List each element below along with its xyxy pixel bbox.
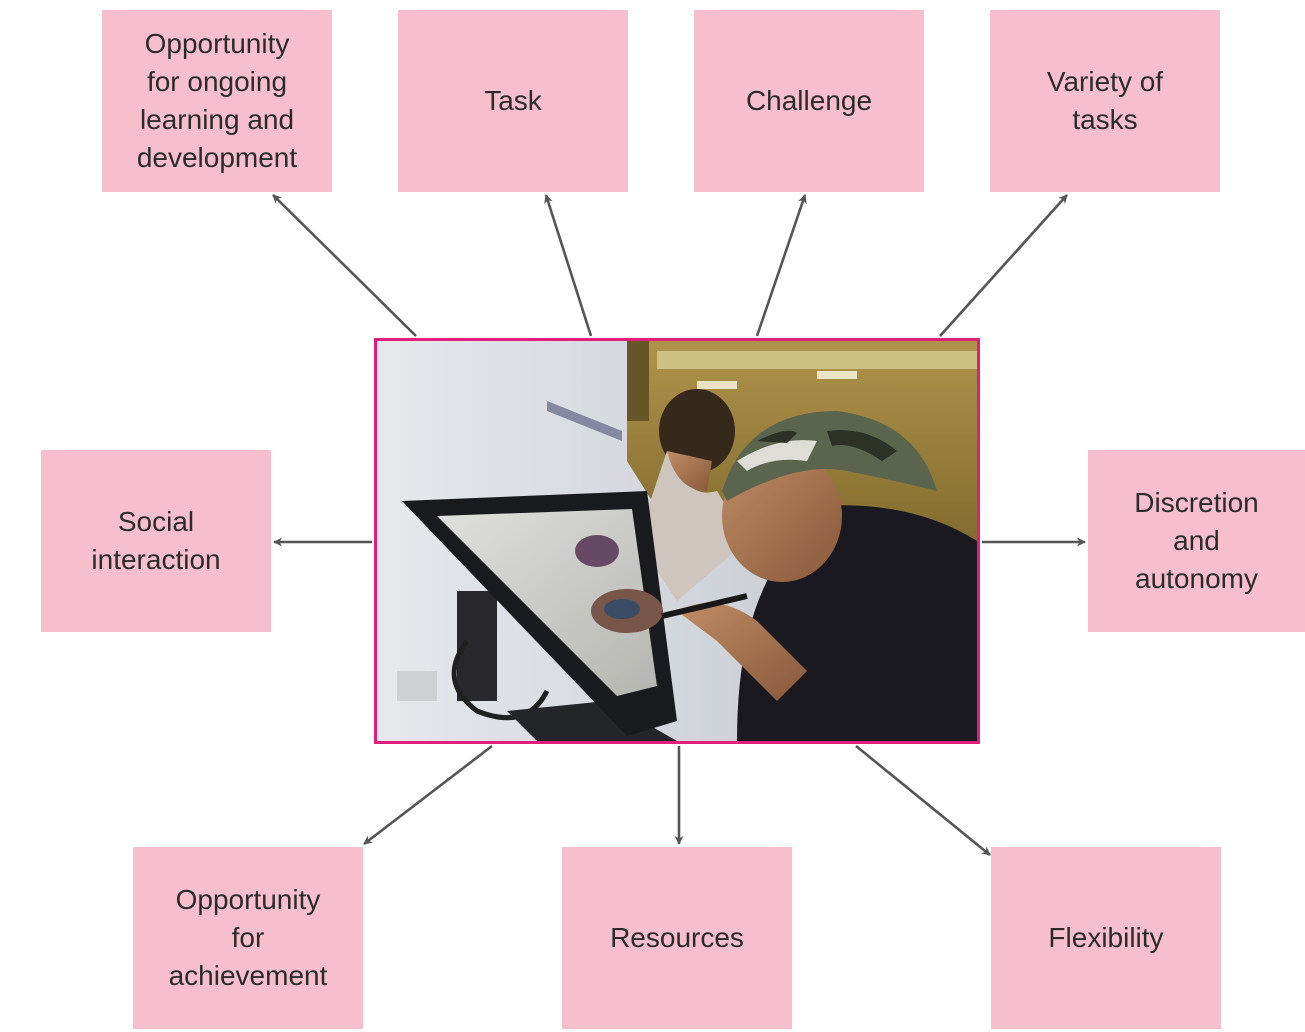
- arrow-to-learning: [272, 194, 417, 337]
- node-task: Task: [398, 10, 628, 192]
- node-label: Variety of tasks: [1046, 66, 1164, 135]
- node-learning-development: Opportunity for ongoing learning and dev…: [102, 10, 332, 192]
- node-achievement: Opportunity for achievement: [133, 847, 363, 1029]
- node-label: Challenge: [745, 85, 873, 116]
- node-resources: Resources: [562, 847, 792, 1029]
- node-label: Resources: [610, 922, 744, 953]
- arrow-to-variety: [939, 194, 1068, 337]
- arrow-to-achievement: [363, 744, 493, 846]
- node-label: Task: [484, 85, 542, 116]
- node-discretion-autonomy: Discretion and autonomy: [1088, 450, 1305, 632]
- node-label: Flexibility: [1048, 922, 1164, 953]
- node-label: Discretion and autonomy: [1134, 487, 1259, 594]
- node-challenge: Challenge: [694, 10, 924, 192]
- arrow-to-task: [544, 194, 593, 337]
- illustrator-drawing-tablet-photo: [377, 341, 977, 741]
- node-variety-of-tasks: Variety of tasks: [990, 10, 1220, 192]
- node-label: Social interaction: [91, 506, 221, 575]
- central-photo: [374, 338, 980, 744]
- node-flexibility: Flexibility: [991, 847, 1221, 1029]
- arrow-to-flexibility: [855, 744, 991, 857]
- arrow-to-challenge: [755, 194, 807, 337]
- node-label: Opportunity for ongoing learning and dev…: [136, 28, 298, 173]
- node-social-interaction: Social interaction: [41, 450, 271, 632]
- node-label: Opportunity for achievement: [168, 884, 328, 991]
